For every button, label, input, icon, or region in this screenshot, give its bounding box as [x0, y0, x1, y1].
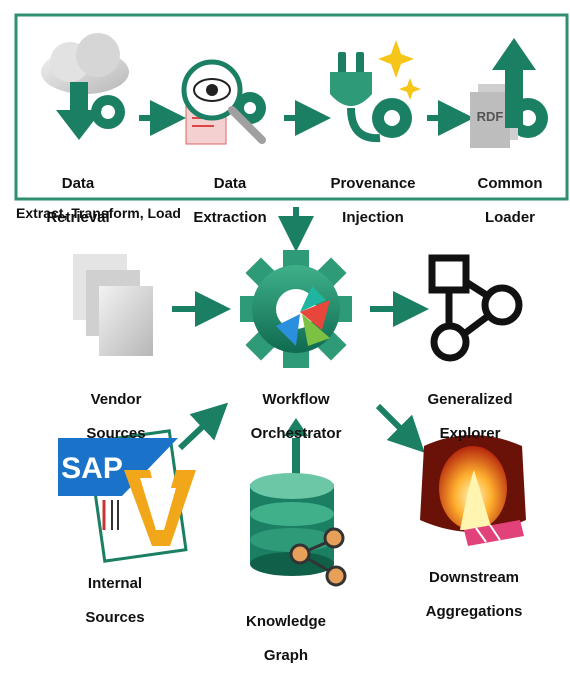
- furnace-fire-icon: [420, 435, 526, 546]
- label-line: Vendor: [90, 391, 142, 408]
- label-line: Provenance: [330, 175, 416, 192]
- label-line: Internal: [87, 575, 143, 592]
- vendor-sources-label: Vendor Sources: [68, 374, 164, 459]
- generalized-explorer-label: Generalized Explorer: [414, 374, 526, 459]
- plug-sparkle-icon: [330, 40, 421, 143]
- arrow-internal-to-orchestrator: [177, 402, 229, 451]
- label-line: Data: [61, 175, 95, 192]
- downstream-aggregations-label: Downstream Aggregations: [412, 552, 536, 637]
- workflow-orchestrator-label: Workflow Orchestrator: [238, 374, 354, 459]
- sap-logo-text: SAP: [61, 452, 123, 485]
- common-loader-label: Common Loader: [462, 158, 558, 243]
- label-line: Loader: [484, 209, 535, 226]
- arrow-orchestrator-to-downstream: [375, 403, 425, 453]
- sap-logo-icon: SAP: [58, 429, 196, 563]
- label-line: Extraction: [193, 209, 267, 226]
- data-retrieval-label: Data Retrieval: [38, 158, 118, 243]
- label-line: Graph: [263, 647, 309, 664]
- database-network-icon: [250, 473, 347, 587]
- label-line: Downstream: [428, 569, 520, 586]
- knowledge-graph-label: Knowledge Graph: [236, 596, 336, 681]
- rdf-tag: RDF: [477, 109, 504, 124]
- internal-sources-label: Internal Sources: [70, 558, 160, 643]
- label-line: Retrieval: [46, 209, 110, 226]
- eye-magnifier-document-icon: [181, 59, 266, 145]
- etl-architecture-diagram: RDF: [14, 13, 569, 664]
- diagram-canvas: RDF: [14, 13, 569, 587]
- label-line: Orchestrator: [250, 425, 342, 442]
- label-line: Workflow: [262, 391, 330, 408]
- stacked-documents-icon: [73, 254, 153, 356]
- label-line: Sources: [86, 425, 146, 442]
- etl-frame: [14, 13, 569, 201]
- label-line: Data: [213, 175, 247, 192]
- label-line: Common: [477, 175, 543, 192]
- rdf-upload-gear-icon: RDF: [470, 38, 548, 148]
- label-line: Generalized: [427, 391, 513, 408]
- label-line: Aggregations: [425, 603, 523, 620]
- label-line: Injection: [342, 209, 404, 226]
- provenance-injection-label: Provenance Injection: [318, 158, 428, 243]
- graph-shapes-icon: [428, 254, 523, 362]
- cloud-download-gear-icon: [41, 33, 129, 140]
- gear-pinwheel-icon: [240, 250, 352, 368]
- data-extraction-label: Data Extraction: [180, 158, 280, 243]
- label-line: Sources: [85, 609, 145, 626]
- etl-caption: Extract, Transform, Load: [16, 205, 181, 221]
- label-line: Knowledge: [245, 613, 326, 630]
- label-line: Explorer: [439, 425, 501, 442]
